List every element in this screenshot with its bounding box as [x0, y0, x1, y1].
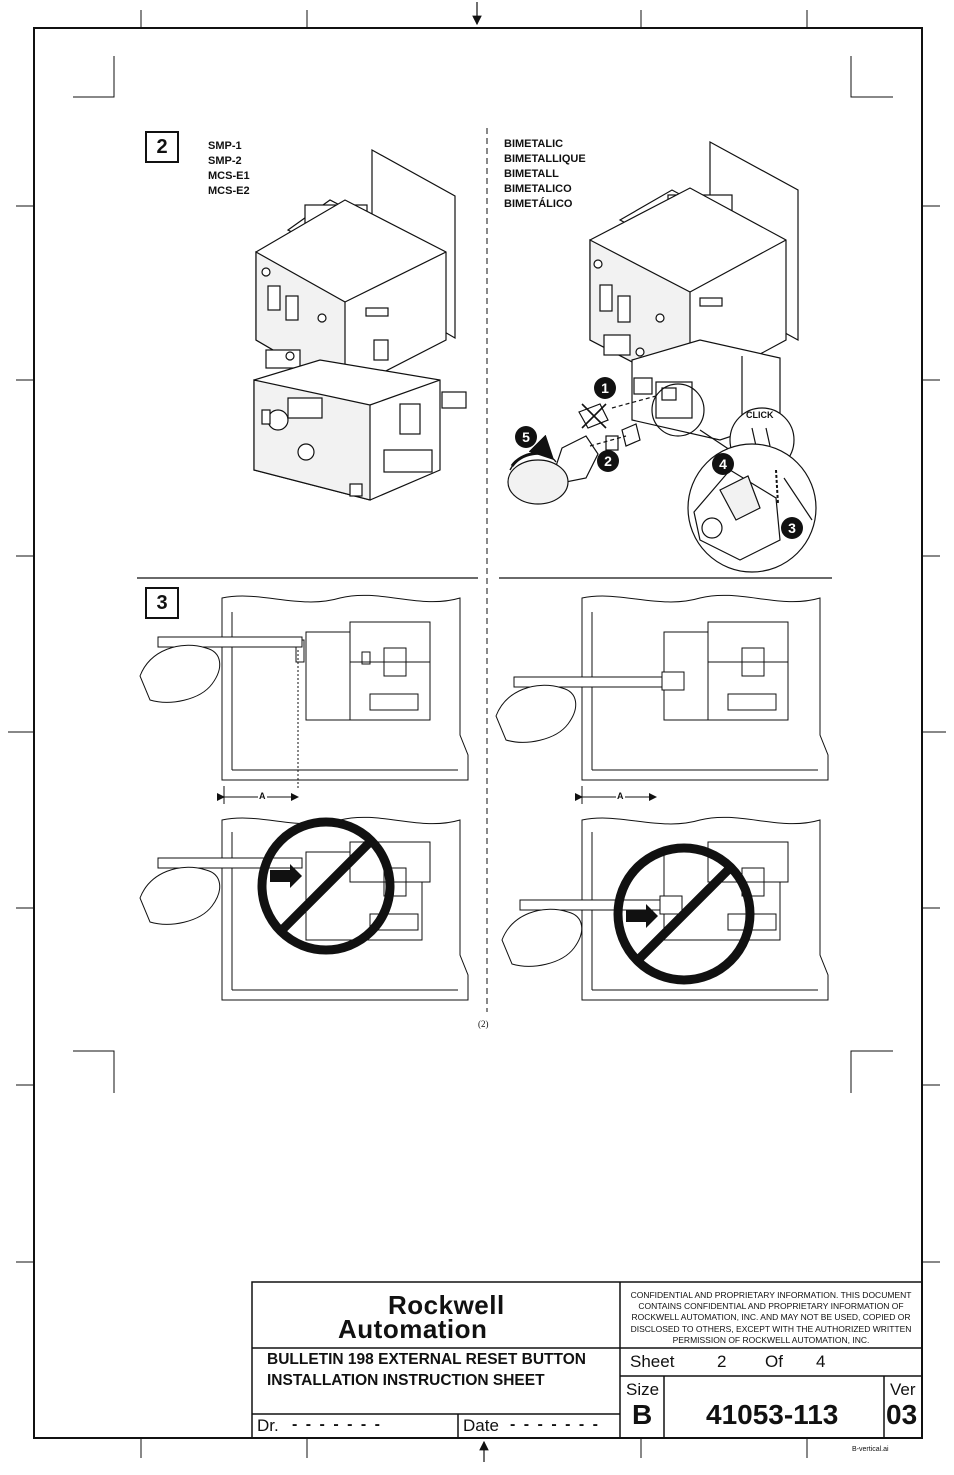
dimension-a-label-right: A [616, 791, 625, 801]
drawn-value: - - - - - - - [292, 1416, 382, 1433]
logo-automation: Automation [338, 1314, 488, 1344]
date-value: - - - - - - - [510, 1416, 600, 1433]
callout-1: 1 [594, 377, 616, 399]
date-label: Date [463, 1416, 499, 1435]
confidential-line-5: PERMISSION OF ROCKWELL AUTOMATION, INC. [672, 1334, 870, 1345]
model-smp-1: SMP-1 [208, 140, 242, 152]
drawn-label: Dr. [257, 1416, 279, 1435]
confidential-line-4: DISCLOSED TO OTHERS, EXCEPT WITH THE AUT… [630, 1323, 912, 1334]
electronic-model-list: SMP-1 SMP-2 MCS-E1 MCS-E2 [208, 139, 250, 199]
top-ticks [140, 10, 808, 1458]
model-mcs-e2: MCS-E2 [208, 185, 250, 197]
title-block-frame [251, 1281, 923, 1439]
step3-panel-top-right [575, 594, 829, 804]
bimetallic-label-es: BIMETÁLICO [504, 198, 573, 210]
crop-marks [73, 56, 893, 1093]
ver-label: Ver [890, 1380, 916, 1399]
center-arrows [472, 2, 489, 1462]
document-title-line-2: INSTALLATION INSTRUCTION SHEET [267, 1372, 545, 1389]
callout-3: 3 [781, 517, 803, 539]
contactor-with-electronic-overload-illustration [253, 148, 467, 501]
file-name: B-vertical.ai [852, 1446, 889, 1453]
callout-4: 4 [712, 453, 734, 475]
size-label: Size [626, 1380, 660, 1399]
step3-panel-bottom-right [501, 816, 829, 1001]
step-3-number-box: 3 [145, 587, 179, 619]
bimetallic-label-de: BIMETALL [504, 168, 559, 180]
page-marker: (2) [478, 1019, 489, 1029]
bimetallic-label-en: BIMETALIC [504, 138, 564, 150]
prohibited-icon-right [613, 843, 755, 985]
side-ticks [8, 205, 946, 1263]
sheet-label: Sheet [630, 1352, 675, 1371]
document-title-line-1: BULLETIN 198 EXTERNAL RESET BUTTON [267, 1351, 586, 1368]
bimetallic-label-list: BIMETALIC BIMETALLIQUE BIMETALL BIMETALI… [504, 137, 586, 212]
bimetallic-label-fr: BIMETALLIQUE [504, 153, 586, 165]
logo-rockwell: Rockwell [388, 1290, 505, 1320]
of-label: Of [765, 1352, 783, 1371]
sheet-total: 4 [816, 1352, 826, 1371]
confidential-line-3: ROCKWELL AUTOMATION, INC. AND MAY NOT BE… [631, 1312, 911, 1323]
click-label: CLICK [746, 410, 774, 420]
callout-5: 5 [515, 426, 537, 448]
confidentiality-notice: CONFIDENTIAL AND PROPRIETARY INFORMATION… [624, 1290, 918, 1346]
model-smp-2: SMP-2 [208, 155, 242, 167]
confidential-line-2: CONTAINS CONFIDENTIAL AND PROPRIETARY IN… [638, 1301, 904, 1312]
sheet-number: 2 [717, 1352, 727, 1371]
contactor-with-bimetallic-overload-illustration [507, 140, 817, 573]
model-mcs-e1: MCS-E1 [208, 170, 250, 182]
step3-panel-bottom-left [139, 816, 469, 1001]
bimetallic-label-it: BIMETALICO [504, 183, 572, 195]
prohibited-icon-left [257, 817, 395, 955]
callout-2: 2 [597, 450, 619, 472]
confidential-line-1: CONFIDENTIAL AND PROPRIETARY INFORMATION… [630, 1290, 912, 1300]
step-2-number-box: 2 [145, 131, 179, 163]
ver-value: 03 [886, 1399, 918, 1430]
ruler-top-left [139, 636, 303, 703]
document-number: 41053-113 [706, 1399, 839, 1430]
ruler-top-right [495, 676, 663, 743]
step3-panel-top-left [217, 594, 469, 804]
size-value: B [632, 1399, 653, 1430]
dimension-a-label-left: A [258, 791, 267, 801]
